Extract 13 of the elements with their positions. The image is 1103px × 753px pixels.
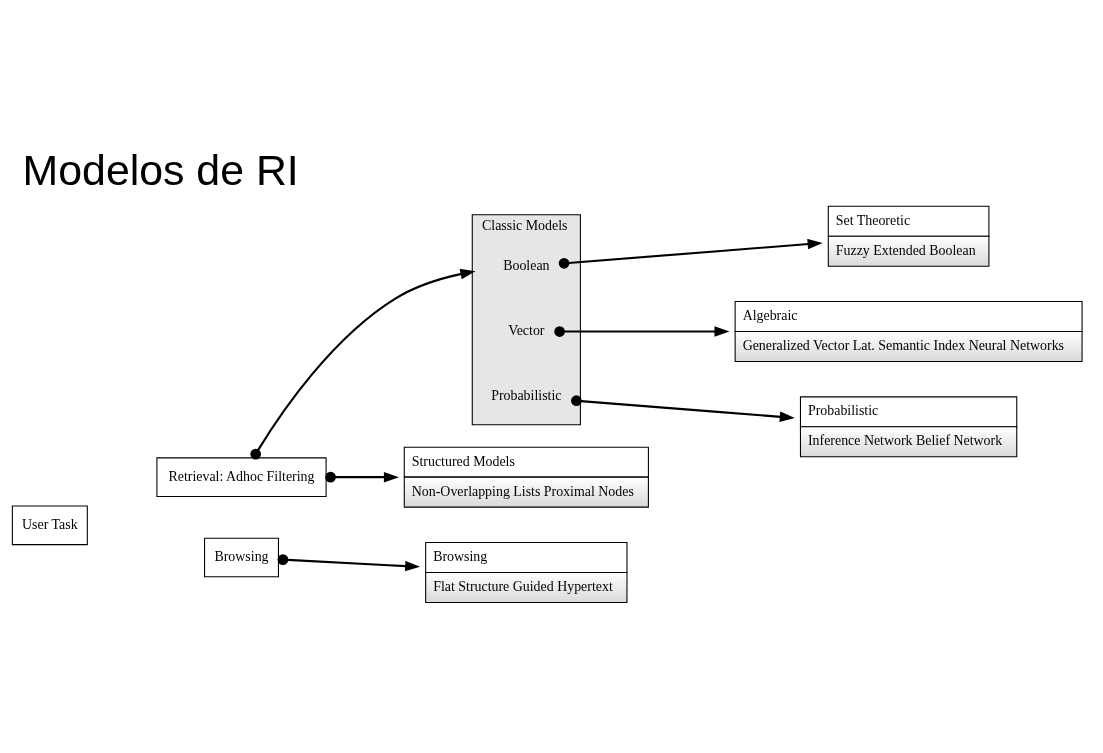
arrow <box>277 554 421 572</box>
arrow <box>554 326 730 337</box>
arrow <box>571 395 795 422</box>
arrow <box>325 471 399 483</box>
node-text: Vector <box>508 323 545 339</box>
arrow <box>250 268 476 460</box>
node-text: Probabilistic <box>491 388 562 404</box>
node-box: Browsing <box>204 537 279 578</box>
node-box: Retrieval: Adhoc Filtering <box>156 457 327 497</box>
node-box: User Task <box>11 505 88 546</box>
arrow <box>558 238 823 269</box>
node-text: Boolean <box>503 257 550 273</box>
diagram-title: Modelos de RI <box>22 145 299 194</box>
